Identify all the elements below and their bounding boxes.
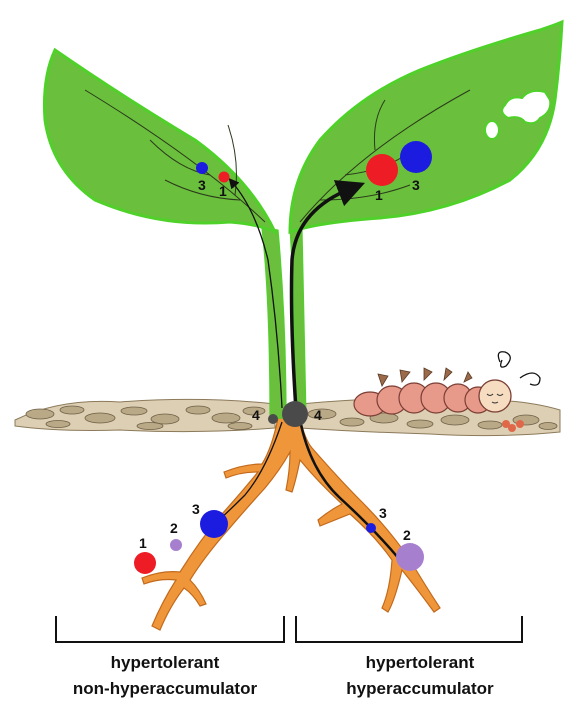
junction-label-left: 4 bbox=[252, 407, 260, 423]
right-caption: hypertolerant hyperaccumulator bbox=[290, 650, 550, 702]
leaf-label-1: 1 bbox=[219, 183, 227, 199]
junction-label-right: 4 bbox=[314, 407, 322, 423]
left-leaf bbox=[44, 50, 275, 232]
right-bracket bbox=[296, 616, 522, 642]
metal-4-dot bbox=[282, 401, 308, 427]
leaf-label-3: 3 bbox=[412, 177, 420, 193]
leaf-label-1: 1 bbox=[375, 187, 383, 203]
left-caption-line2: non-hyperaccumulator bbox=[35, 676, 295, 702]
metal-3-dot bbox=[400, 141, 432, 173]
metal-1-dot bbox=[134, 552, 156, 574]
root-system bbox=[142, 418, 440, 630]
metal-3-dot bbox=[200, 510, 228, 538]
metal-2-dot bbox=[396, 543, 424, 571]
root-label-3: 3 bbox=[379, 505, 387, 521]
root-label-2: 2 bbox=[170, 520, 178, 536]
root-label-1: 1 bbox=[139, 535, 147, 551]
root-label-3: 3 bbox=[192, 501, 200, 517]
root-label-2: 2 bbox=[403, 527, 411, 543]
metal-3-dot bbox=[366, 523, 376, 533]
metal-2-dot bbox=[170, 539, 182, 551]
right-caption-line1: hypertolerant bbox=[290, 650, 550, 676]
right-caption-line2: hyperaccumulator bbox=[290, 676, 550, 702]
leaf-label-3: 3 bbox=[198, 177, 206, 193]
metal-3-dot bbox=[196, 162, 208, 174]
left-bracket bbox=[56, 616, 284, 642]
left-caption-line1: hypertolerant bbox=[35, 650, 295, 676]
metal-4-dot bbox=[268, 414, 278, 424]
metal-1-dot bbox=[219, 172, 230, 183]
left-caption: hypertolerant non-hyperaccumulator bbox=[35, 650, 295, 702]
stems bbox=[262, 228, 306, 418]
metal-1-dot bbox=[366, 154, 398, 186]
